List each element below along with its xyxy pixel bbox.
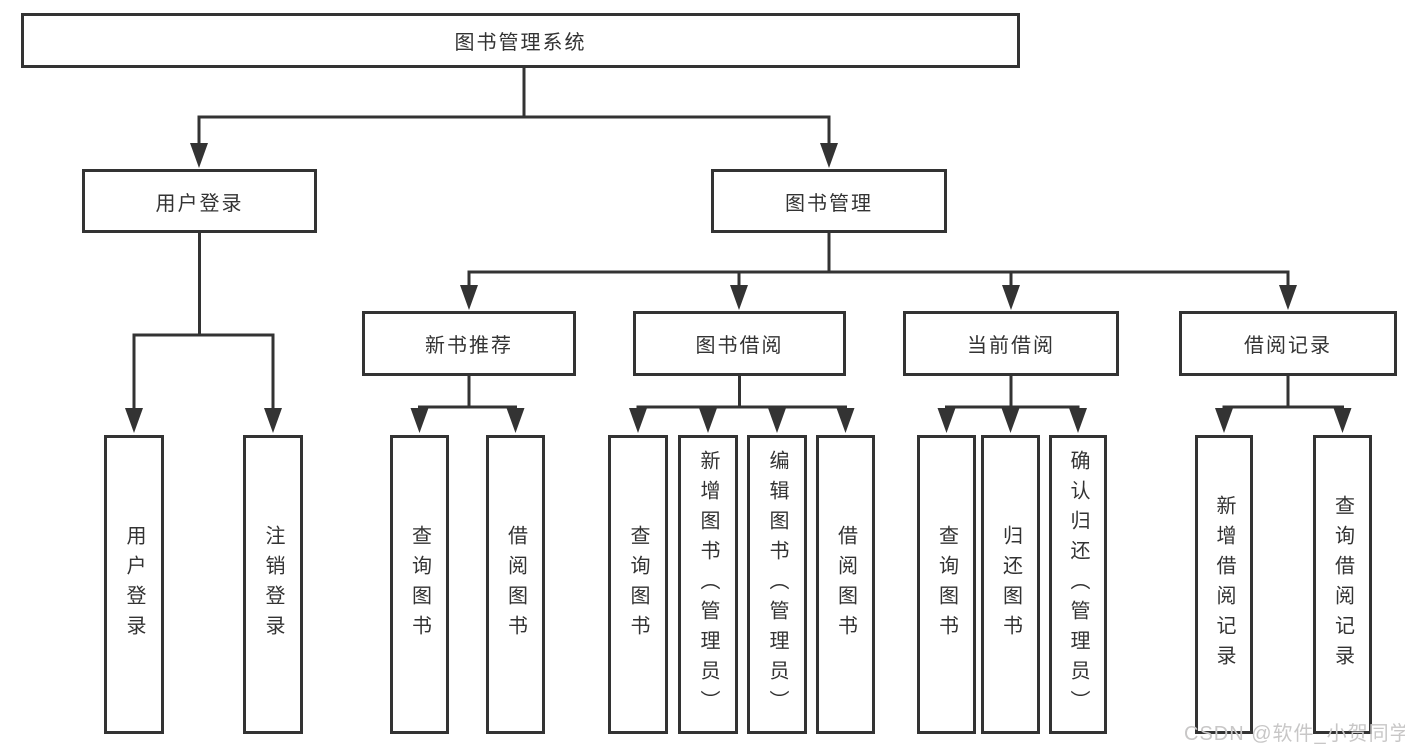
- leaf-borrow-books-recommend: 借阅图书: [486, 435, 545, 734]
- leaf-confirm-return-admin: 确认归还（管理员）: [1049, 435, 1107, 734]
- node-root: 图书管理系统: [21, 13, 1020, 68]
- node-current-borrow: 当前借阅: [903, 311, 1119, 376]
- leaf-user-login: 用户登录: [104, 435, 164, 734]
- leaf-borrow-books: 借阅图书: [816, 435, 875, 734]
- node-book-management: 图书管理: [711, 169, 947, 233]
- leaf-edit-book-admin: 编辑图书（管理员）: [747, 435, 807, 734]
- leaf-query-books-recommend: 查询图书: [390, 435, 449, 734]
- node-book-borrow: 图书借阅: [633, 311, 846, 376]
- node-borrow-records: 借阅记录: [1179, 311, 1397, 376]
- leaf-return-book: 归还图书: [981, 435, 1040, 734]
- leaf-query-books-current: 查询图书: [917, 435, 976, 734]
- leaf-query-borrow-record: 查询借阅记录: [1313, 435, 1372, 734]
- leaf-add-borrow-record: 新增借阅记录: [1195, 435, 1253, 734]
- node-user-login: 用户登录: [82, 169, 317, 233]
- leaf-add-book-admin: 新增图书（管理员）: [678, 435, 738, 734]
- watermark: CSDN @软件_小贺同学: [1184, 723, 1405, 745]
- node-new-book-recommend: 新书推荐: [362, 311, 576, 376]
- leaf-query-books-borrow: 查询图书: [608, 435, 668, 734]
- leaf-logout: 注销登录: [243, 435, 303, 734]
